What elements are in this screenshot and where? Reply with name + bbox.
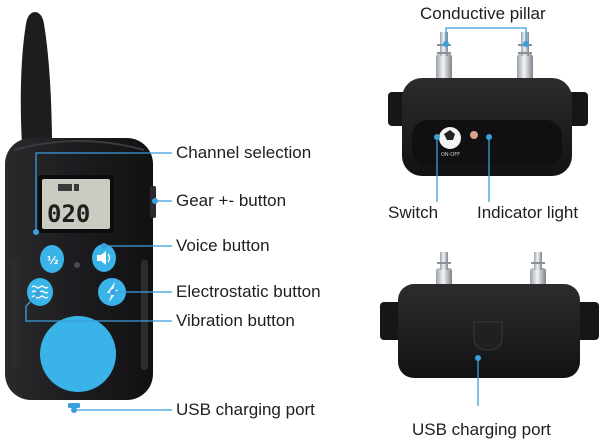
lcd-screen: [42, 179, 110, 229]
receiver-top: ON·OFF: [388, 32, 588, 176]
switch-on-off-text: ON·OFF: [441, 152, 460, 158]
receiver-bottom-strap-right: [575, 302, 599, 340]
remote-antenna: [20, 12, 52, 144]
receiver-bottom: [380, 252, 599, 378]
remote-usb-port: [68, 403, 80, 408]
label-vibration-button: Vibration button: [176, 311, 295, 330]
remote-leader-dots: [33, 198, 158, 413]
label-indicator-light: Indicator light: [477, 203, 579, 222]
speaker-icon: [97, 251, 111, 265]
channel-button[interactable]: ½: [40, 245, 64, 273]
label-electrostatic-button: Electrostatic button: [176, 282, 321, 301]
lcd-display-value: 020: [47, 200, 90, 228]
receiver-top-leader-lines: [436, 27, 527, 202]
label-voice-button: Voice button: [176, 236, 270, 255]
conductive-pillar-right: [517, 32, 533, 82]
conductive-pillar-left: [436, 32, 452, 82]
usb-rubber-cover: [473, 321, 503, 351]
paw-icon: [444, 130, 455, 140]
indicator-led: [470, 131, 478, 139]
label-receiver-usb-port: USB charging port: [412, 420, 551, 439]
receiver-bottom-leader-dot: [475, 355, 481, 361]
label-conductive-pillar: Conductive pillar: [420, 4, 546, 23]
remote-mic-dot: [74, 262, 80, 268]
label-switch: Switch: [388, 203, 439, 222]
receiver-top-leader-dots: [434, 41, 529, 140]
voice-button[interactable]: [92, 244, 116, 272]
label-gear-button: Gear +- button: [176, 191, 287, 210]
remote-transmitter: 020 ½: [5, 12, 156, 408]
label-channel-selection: Channel selection: [176, 143, 312, 162]
channel-half-icon: ½: [47, 254, 58, 267]
remote-leader-lines: [25, 152, 172, 411]
main-round-button[interactable]: [40, 316, 116, 392]
label-remote-usb-port: USB charging port: [176, 400, 315, 419]
